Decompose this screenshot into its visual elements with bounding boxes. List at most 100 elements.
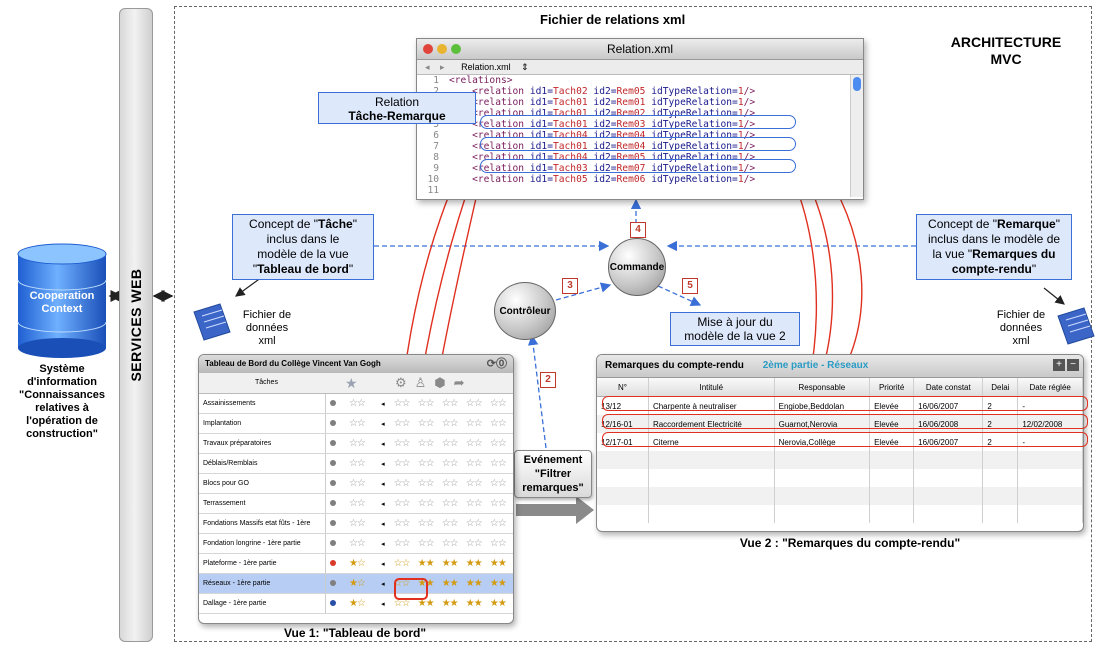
minimize-icon[interactable]: [437, 44, 447, 54]
rating-cell[interactable]: ☆☆: [344, 513, 378, 534]
rating-cell[interactable]: ☆☆: [416, 533, 441, 554]
rating-cell[interactable]: ☆☆: [392, 533, 417, 554]
star-rating-icon[interactable]: ☆☆: [348, 478, 366, 489]
column-header[interactable]: Priorité: [869, 378, 915, 397]
rating-cell[interactable]: ☆☆: [488, 493, 513, 514]
star-rating-icon[interactable]: ★★: [417, 598, 435, 609]
table-row[interactable]: Travaux préparatoires☆☆◂☆☆☆☆☆☆☆☆☆☆: [199, 433, 513, 454]
star-rating-icon[interactable]: ☆☆: [441, 538, 459, 549]
star-rating-icon[interactable]: ☆☆: [417, 418, 435, 429]
remove-icon[interactable]: −: [1067, 359, 1079, 371]
star-rating-icon[interactable]: ☆☆: [465, 478, 483, 489]
rating-cell[interactable]: ☆☆: [488, 473, 513, 494]
arrow-cell[interactable]: ◂: [377, 433, 393, 454]
star-rating-icon[interactable]: ☆☆: [441, 498, 459, 509]
star-rating-icon[interactable]: ☆☆: [393, 538, 411, 549]
column-header[interactable]: Date constat: [913, 378, 984, 397]
star-rating-icon[interactable]: ☆☆: [417, 538, 435, 549]
rating-cell[interactable]: ☆☆: [440, 493, 465, 514]
rating-cell[interactable]: ★★: [416, 553, 441, 574]
rating-cell[interactable]: ☆☆: [488, 394, 513, 414]
star-rating-icon[interactable]: ★★: [465, 578, 483, 589]
xml-scrollbar[interactable]: [850, 75, 863, 197]
rating-cell[interactable]: ★★: [464, 553, 489, 574]
rating-cell[interactable]: ☆☆: [392, 433, 417, 454]
rating-cell[interactable]: ☆☆: [464, 473, 489, 494]
column-header[interactable]: Intitulé: [648, 378, 775, 397]
rating-cell[interactable]: ☆☆: [464, 453, 489, 474]
star-rating-icon[interactable]: ★★: [417, 558, 435, 569]
star-rating-icon[interactable]: ☆☆: [393, 558, 411, 569]
star-rating-icon[interactable]: ★☆: [348, 578, 366, 589]
star-rating-icon[interactable]: ☆☆: [417, 518, 435, 529]
rating-cell[interactable]: ☆☆: [392, 453, 417, 474]
rating-cell[interactable]: ☆☆: [488, 413, 513, 434]
column-header[interactable]: Responsable: [774, 378, 871, 397]
rating-cell[interactable]: ☆☆: [464, 513, 489, 534]
star-rating-icon[interactable]: ★★: [489, 558, 507, 569]
star-rating-icon[interactable]: ☆☆: [393, 518, 411, 529]
star-rating-icon[interactable]: ★★: [489, 598, 507, 609]
star-rating-icon[interactable]: ☆☆: [441, 518, 459, 529]
star-rating-icon[interactable]: ☆☆: [348, 518, 366, 529]
star-rating-icon[interactable]: ★★: [465, 558, 483, 569]
close-icon[interactable]: [423, 44, 433, 54]
rating-cell[interactable]: ★★: [440, 573, 465, 594]
rating-cell[interactable]: ☆☆: [392, 493, 417, 514]
column-header[interactable]: Date réglée: [1017, 378, 1083, 397]
arrow-cell[interactable]: ◂: [377, 473, 393, 494]
star-rating-icon[interactable]: ☆☆: [465, 398, 483, 409]
rating-cell[interactable]: ☆☆: [416, 433, 441, 454]
star-rating-icon[interactable]: ☆☆: [489, 478, 507, 489]
star-rating-icon[interactable]: ★☆: [348, 598, 366, 609]
rating-cell[interactable]: ☆☆: [464, 394, 489, 414]
vue2-window[interactable]: Remarques du compte-rendu 2ème partie - …: [596, 354, 1084, 532]
rating-cell[interactable]: ★★: [488, 593, 513, 614]
star-rating-icon[interactable]: ☆☆: [393, 458, 411, 469]
rating-cell[interactable]: ☆☆: [344, 493, 378, 514]
rating-cell[interactable]: ☆☆: [440, 513, 465, 534]
arrow-cell[interactable]: ◂: [377, 394, 393, 414]
rating-cell[interactable]: ☆☆: [344, 473, 378, 494]
arrow-left-icon[interactable]: ◂: [381, 460, 385, 468]
rating-cell[interactable]: ★★: [440, 593, 465, 614]
star-rating-icon[interactable]: ☆☆: [417, 478, 435, 489]
arrow-left-icon[interactable]: ◂: [381, 500, 385, 508]
rating-cell[interactable]: ☆☆: [392, 553, 417, 574]
star-rating-icon[interactable]: ☆☆: [465, 498, 483, 509]
arrow-cell[interactable]: ◂: [377, 533, 393, 554]
star-rating-icon[interactable]: ☆☆: [348, 458, 366, 469]
rating-cell[interactable]: ☆☆: [416, 394, 441, 414]
star-rating-icon[interactable]: ☆☆: [348, 538, 366, 549]
star-rating-icon[interactable]: ☆☆: [465, 458, 483, 469]
arrow-left-icon[interactable]: ◂: [381, 580, 385, 588]
rating-cell[interactable]: ☆☆: [344, 453, 378, 474]
rating-cell[interactable]: ★★: [488, 573, 513, 594]
table-row[interactable]: Blocs pour GO☆☆◂☆☆☆☆☆☆☆☆☆☆: [199, 473, 513, 494]
table-row[interactable]: [597, 469, 1083, 487]
rating-cell[interactable]: ☆☆: [440, 433, 465, 454]
refresh-icon[interactable]: ⟳⓪: [486, 358, 507, 370]
rating-cell[interactable]: ☆☆: [440, 473, 465, 494]
table-row[interactable]: Terrassement☆☆◂☆☆☆☆☆☆☆☆☆☆: [199, 493, 513, 514]
star-rating-icon[interactable]: ☆☆: [465, 418, 483, 429]
star-rating-icon[interactable]: ☆☆: [465, 518, 483, 529]
rating-cell[interactable]: ☆☆: [344, 433, 378, 454]
arrow-cell[interactable]: ◂: [377, 513, 393, 534]
xml-window[interactable]: Relation.xml ◂ ▸ Relation.xml ⇕ 1<relati…: [416, 38, 864, 200]
table-row[interactable]: Plateforme - 1ère partie★☆◂☆☆★★★★★★★★: [199, 553, 513, 574]
rating-cell[interactable]: ☆☆: [464, 413, 489, 434]
arrow-cell[interactable]: ◂: [377, 553, 393, 574]
table-row[interactable]: Déblais/Remblais☆☆◂☆☆☆☆☆☆☆☆☆☆: [199, 453, 513, 474]
arrow-left-icon[interactable]: ◂: [381, 540, 385, 548]
star-rating-icon[interactable]: ★★: [441, 598, 459, 609]
back-icon[interactable]: ◂: [425, 62, 430, 72]
star-rating-icon[interactable]: ☆☆: [393, 498, 411, 509]
table-row[interactable]: Assainissements☆☆◂☆☆☆☆☆☆☆☆☆☆: [199, 394, 513, 414]
table-row[interactable]: Dallage - 1ère partie★☆◂☆☆★★★★★★★★: [199, 593, 513, 614]
rating-cell[interactable]: ☆☆: [416, 513, 441, 534]
rating-cell[interactable]: ☆☆: [464, 533, 489, 554]
rating-cell[interactable]: ☆☆: [440, 394, 465, 414]
star-rating-icon[interactable]: ☆☆: [489, 498, 507, 509]
rating-cell[interactable]: ☆☆: [416, 413, 441, 434]
